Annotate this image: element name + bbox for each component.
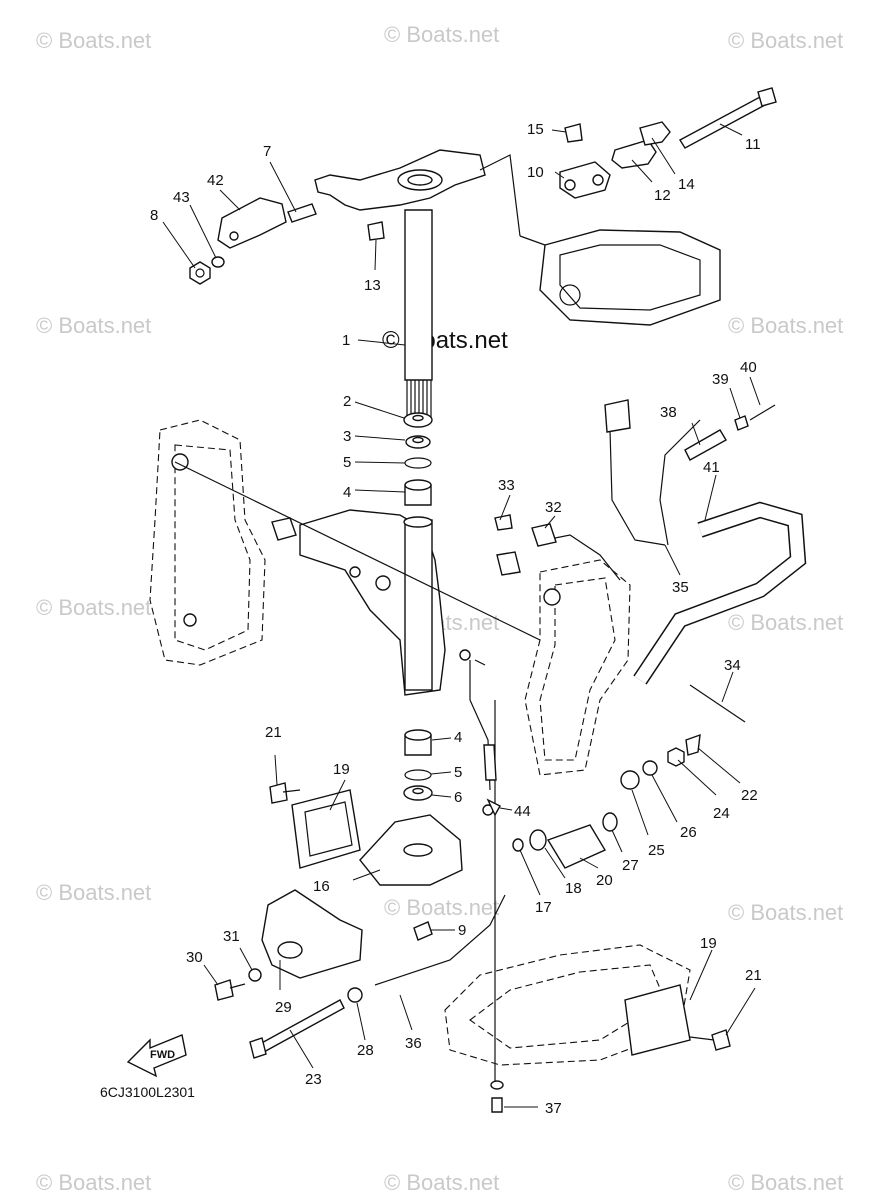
callout-4: 4 [343,484,351,501]
callout-29: 29 [275,999,292,1016]
right-clamp-bracket [524,559,631,776]
watermark: © Boats.net [36,28,151,53]
diagram-code: 6CJ3100L2301 [100,1084,195,1100]
callout-5: 5 [343,454,351,471]
callout-33: 33 [498,477,515,494]
callout-42: 42 [207,172,224,189]
leader-lines [162,123,761,1108]
callout-21: 21 [265,724,282,741]
callout-15: 15 [527,121,544,138]
callout-38: 38 [660,404,677,421]
callout-27: 27 [622,857,639,874]
watermark: © Boats.net [728,28,843,53]
callout-20: 20 [596,872,613,889]
center-watermark: © Boats.net [382,327,508,354]
callout-21b: 21 [745,967,762,984]
callout-24: 24 [713,805,730,822]
callout-43: 43 [173,189,190,206]
callout-35: 35 [672,579,689,596]
fwd-arrow: FWD [126,1034,187,1078]
grommet-right [624,984,731,1056]
callout-17: 17 [535,899,552,916]
callout-6: 6 [454,789,462,806]
callout-23: 23 [305,1071,322,1088]
callout-10: 10 [527,164,544,181]
callout-4b: 4 [454,729,462,746]
callout-22: 22 [741,787,758,804]
watermark: © Boats.net [36,595,151,620]
watermark: © Boats.net [36,880,151,905]
callout-labels: 1 2 3 4 4 5 5 6 7 8 9 10 11 12 13 14 15 … [150,121,762,1117]
callout-44: 44 [514,803,531,820]
callout-3: 3 [343,428,351,445]
watermark: © Boats.net [728,313,843,338]
callout-5b: 5 [454,764,462,781]
callout-2: 2 [343,393,351,410]
watermark: © Boats.net [36,1170,151,1195]
swivel-bracket [174,461,541,696]
left-clamp-bracket [149,419,266,666]
callout-36: 36 [405,1035,422,1052]
callout-37: 37 [545,1100,562,1117]
grommet-left [269,782,361,869]
watermark: © Boats.net [728,610,843,635]
callout-31: 31 [223,928,240,945]
bolts-lower-left [214,968,345,1059]
watermark: © Boats.net [384,1170,499,1195]
lower-parts [261,733,701,1003]
watermarks: © Boats.net © Boats.net © Boats.net © Bo… [36,22,843,1195]
watermark: © Boats.net [728,900,843,925]
upper-mount [519,87,777,326]
callout-13: 13 [364,277,381,294]
fwd-label: FWD [150,1049,175,1061]
callout-28: 28 [357,1042,374,1059]
steering-arm [189,149,521,420]
harness [459,399,807,1113]
callout-19: 19 [333,761,350,778]
callout-16: 16 [313,878,330,895]
callout-30: 30 [186,949,203,966]
bushings [403,412,433,801]
callout-8: 8 [150,207,158,224]
watermark: © Boats.net [36,313,151,338]
watermark: © Boats.net [384,895,499,920]
callout-34: 34 [724,657,741,674]
callout-1: 1 [342,332,350,349]
callout-18: 18 [565,880,582,897]
callout-9: 9 [458,922,466,939]
callout-39: 39 [712,371,729,388]
callout-25: 25 [648,842,665,859]
callout-40: 40 [740,359,757,376]
callout-32: 32 [545,499,562,516]
watermark: © Boats.net [728,1170,843,1195]
callout-19b: 19 [700,935,717,952]
callout-26: 26 [680,824,697,841]
callout-11: 11 [745,136,761,153]
watermark: © Boats.net [384,22,499,47]
callout-41: 41 [703,459,720,476]
callout-7: 7 [263,143,271,160]
callout-12: 12 [654,187,671,204]
callout-14: 14 [678,176,695,193]
